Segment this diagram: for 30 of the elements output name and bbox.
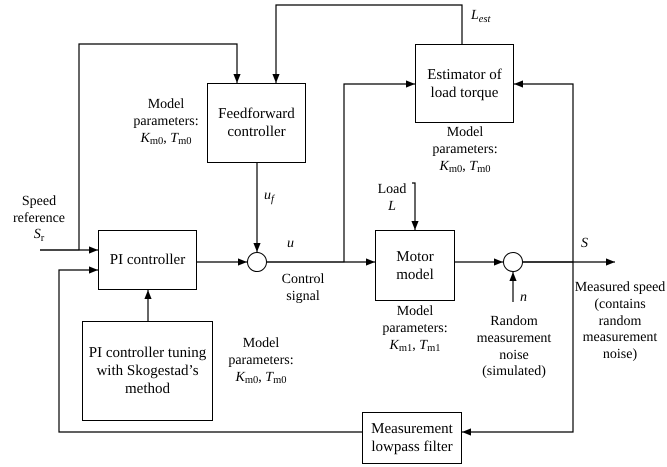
model-parameters-note: Model parameters: K$_{m0}$, T$_{m0}$ xyxy=(132,97,200,148)
annotation-text: Control signal xyxy=(280,272,326,306)
signal-arrow xyxy=(462,261,574,436)
signal-arrow xyxy=(197,258,247,266)
block-box: Motor model xyxy=(375,230,455,301)
signal-arrow xyxy=(272,4,463,83)
signal-label: L$_{est}$ xyxy=(470,8,492,25)
signal-arrow xyxy=(509,272,517,302)
signal-arrow xyxy=(253,163,261,252)
signal-arrow xyxy=(267,80,415,263)
signal-arrow xyxy=(411,182,419,230)
signal-arrow xyxy=(144,290,152,321)
block-box: Measurement lowpass filter xyxy=(362,412,462,464)
signal-arrow xyxy=(514,80,574,263)
summing-junction xyxy=(247,252,267,272)
annotation-text: Measured speed (contains random measurement noise) xyxy=(574,280,666,364)
summing-junction xyxy=(503,252,523,272)
signal-arrow xyxy=(40,43,241,251)
model-parameters-note: Model parameters: K$_{m0}$, T$_{m0}$ xyxy=(431,125,499,176)
model-parameters-note: Model parameters: K$_{m1}$, T$_{m1}$ xyxy=(381,304,449,354)
block-box: PI controller tuning with Skogestad’s method xyxy=(82,321,213,421)
signal-arrow xyxy=(455,258,503,266)
model-parameters-note: Model parameters: K$_{m0}$, T$_{m0}$ xyxy=(227,336,295,386)
block-box: Estimator of load torque xyxy=(415,44,514,123)
block-box: PI controller xyxy=(98,230,197,290)
annotation-text: Random measurement noise (simulated) xyxy=(476,314,552,382)
signal-source-label: Load L xyxy=(372,180,412,218)
block-box: Feedforward controller xyxy=(207,83,306,163)
signal-source-label: Speed reference S$_{r}$ xyxy=(2,188,76,250)
signal-arrow xyxy=(58,266,362,433)
